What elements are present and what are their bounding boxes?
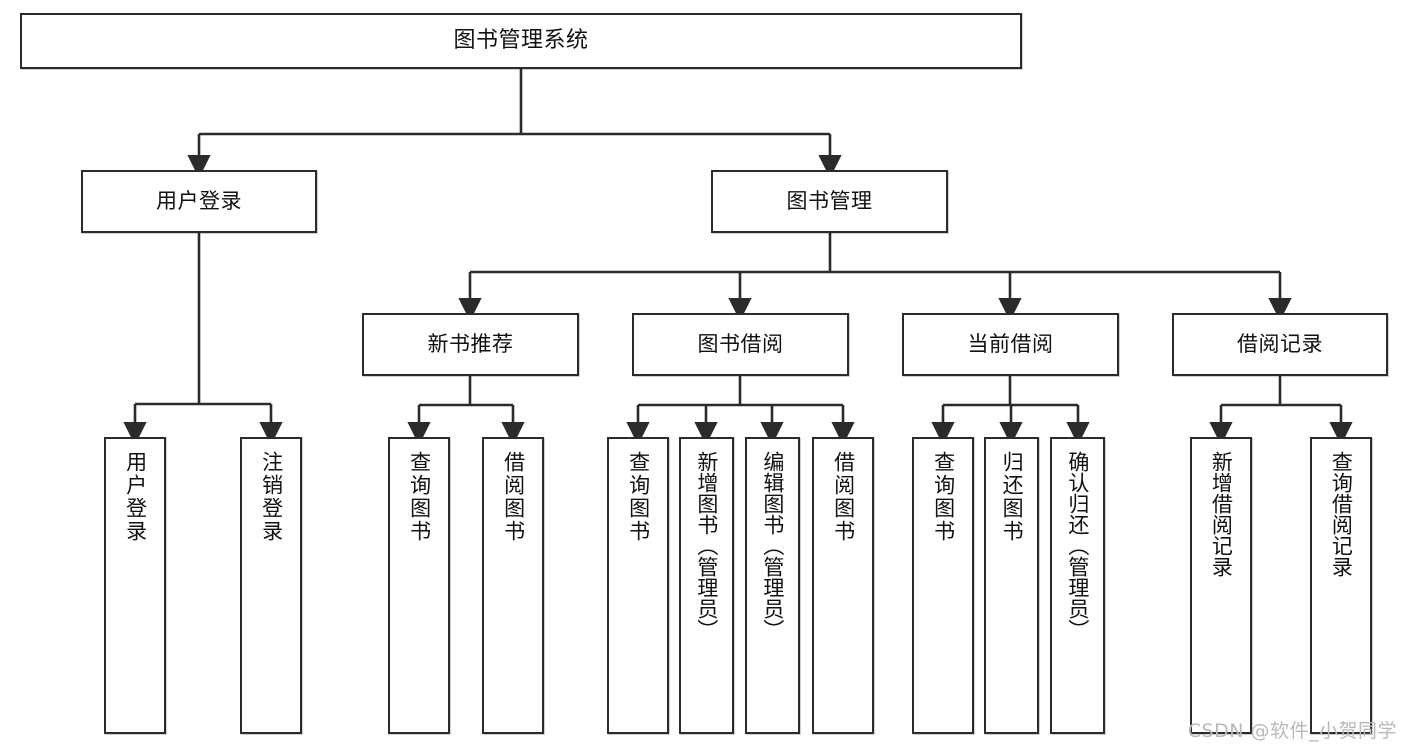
node-root-label: 图书管理系统 <box>453 28 589 54</box>
leaf-current-confirm-return-admin[interactable]: 确认归还（管理员） <box>1050 437 1105 734</box>
leaf-borrow-edit-book-admin-label: 编辑图书（管理员） <box>760 451 785 640</box>
node-current-borrow-label: 当前借阅 <box>967 332 1054 357</box>
leaf-record-add[interactable]: 新增借阅记录 <box>1190 437 1252 734</box>
leaf-borrow-query-book-label: 查询图书 <box>626 451 651 543</box>
leaf-borrow-borrow-book[interactable]: 借阅图书 <box>812 437 874 734</box>
leaf-current-query-book[interactable]: 查询图书 <box>912 437 974 734</box>
node-root[interactable]: 图书管理系统 <box>20 13 1022 69</box>
node-user-login-label: 用户登录 <box>156 189 242 214</box>
node-book-borrow-label: 图书借阅 <box>697 332 784 357</box>
leaf-recommend-query-book-label: 查询图书 <box>407 451 432 543</box>
leaf-record-query-label: 查询借阅记录 <box>1329 451 1354 577</box>
node-user-login[interactable]: 用户登录 <box>81 170 317 233</box>
leaf-borrow-edit-book-admin[interactable]: 编辑图书（管理员） <box>745 437 800 734</box>
leaf-borrow-add-book-admin-label: 新增图书（管理员） <box>694 451 719 640</box>
leaf-recommend-borrow-book-label: 借阅图书 <box>501 451 526 543</box>
node-book-manage[interactable]: 图书管理 <box>711 170 948 233</box>
leaf-record-query[interactable]: 查询借阅记录 <box>1310 437 1372 734</box>
leaf-recommend-query-book[interactable]: 查询图书 <box>388 437 450 734</box>
leaf-user-login-label: 用户登录 <box>123 451 148 543</box>
leaf-current-query-book-label: 查询图书 <box>931 451 956 543</box>
node-new-book-recommend[interactable]: 新书推荐 <box>362 313 579 376</box>
leaf-current-return-book-label: 归还图书 <box>1000 451 1025 543</box>
leaf-borrow-borrow-book-label: 借阅图书 <box>831 451 856 543</box>
leaf-user-login[interactable]: 用户登录 <box>104 437 166 734</box>
node-borrow-record[interactable]: 借阅记录 <box>1172 313 1388 376</box>
node-book-borrow[interactable]: 图书借阅 <box>632 313 849 376</box>
node-book-manage-label: 图书管理 <box>786 189 873 214</box>
leaf-logout-label: 注销登录 <box>259 451 284 543</box>
node-current-borrow[interactable]: 当前借阅 <box>902 313 1119 376</box>
leaf-current-return-book[interactable]: 归还图书 <box>984 437 1039 734</box>
leaf-borrow-add-book-admin[interactable]: 新增图书（管理员） <box>679 437 734 734</box>
node-borrow-record-label: 借阅记录 <box>1237 332 1323 357</box>
leaf-borrow-query-book[interactable]: 查询图书 <box>607 437 669 734</box>
leaf-current-confirm-return-admin-label: 确认归还（管理员） <box>1065 451 1090 640</box>
node-new-book-recommend-label: 新书推荐 <box>427 332 514 357</box>
leaf-recommend-borrow-book[interactable]: 借阅图书 <box>482 437 544 734</box>
leaf-record-add-label: 新增借阅记录 <box>1209 451 1234 577</box>
leaf-logout[interactable]: 注销登录 <box>240 437 302 734</box>
